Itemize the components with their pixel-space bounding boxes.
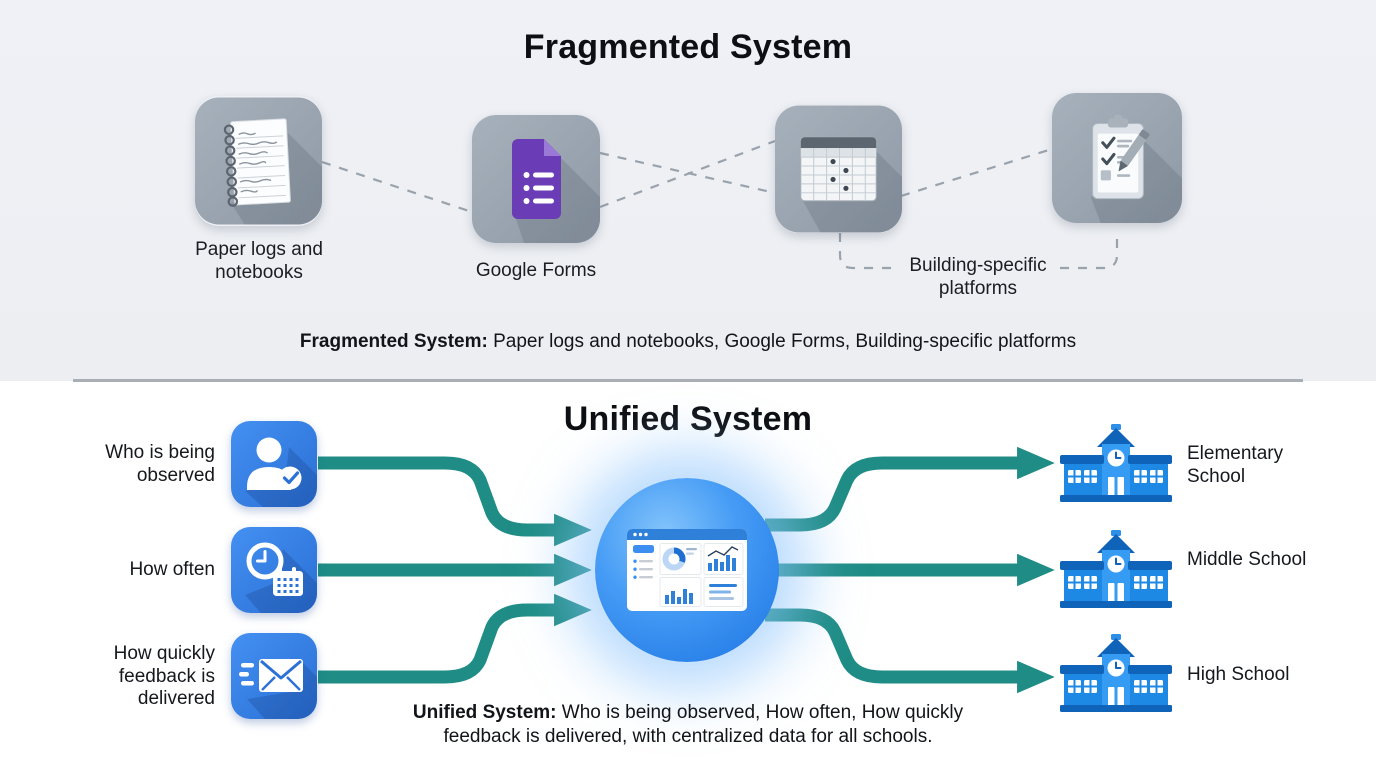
fragmented-caption: Fragmented System: Paper logs and notebo… — [0, 331, 1376, 353]
section-divider — [73, 379, 1303, 382]
school-building-icon — [1060, 424, 1172, 502]
person-check-icon — [231, 421, 317, 507]
output-label-high: High School — [1187, 664, 1290, 685]
middle-school-building — [1058, 530, 1174, 608]
feedback-speed-tile — [231, 633, 317, 719]
output-label-elementary: Elementary School — [1187, 443, 1284, 487]
google-forms-icon — [472, 115, 600, 243]
spreadsheet-icon — [775, 105, 902, 233]
fragmented-caption-text: Paper logs and notebooks, Google Forms, … — [487, 331, 1077, 352]
how-often-tile — [231, 527, 317, 613]
unified-caption-bold: Unified System: — [412, 702, 557, 723]
building-platforms-label: Building-specific platforms — [909, 255, 1047, 299]
input-label-how-often: How often — [129, 559, 215, 580]
google-forms-label: Google Forms — [475, 260, 597, 281]
fragmented-section: Fragmented System — [0, 0, 1376, 381]
dashboard-window-icon — [627, 529, 747, 611]
unified-title: Unified System — [563, 400, 813, 438]
clipboard-checklist-icon — [1052, 93, 1182, 223]
unified-caption: Unified System: Who is being observed, H… — [406, 701, 971, 749]
notebook-icon — [195, 97, 322, 225]
school-building-icon — [1060, 634, 1172, 712]
input-label-who: Who is being observed — [105, 442, 215, 486]
google-forms-tile — [472, 115, 600, 243]
spreadsheet-tile — [775, 105, 902, 233]
high-school-building — [1058, 634, 1174, 712]
fragmented-caption-bold: Fragmented System: — [299, 331, 488, 352]
who-observed-tile — [231, 421, 317, 507]
fast-mail-icon — [231, 633, 317, 719]
paper-logs-label: Paper logs and notebooks — [195, 239, 323, 283]
input-label-feedback: How quickly feedback is delivered — [113, 643, 215, 709]
central-hub — [595, 478, 779, 662]
output-label-middle: Middle School — [1187, 549, 1307, 570]
clipboard-tile — [1052, 93, 1182, 223]
school-building-icon — [1060, 530, 1172, 608]
unified-caption-text: Who is being observed, How often, How qu… — [443, 702, 964, 747]
paper-logs-tile — [195, 96, 322, 226]
elementary-school-building — [1058, 424, 1174, 502]
clock-calendar-icon — [231, 527, 317, 613]
fragmented-title: Fragmented System — [523, 28, 853, 66]
